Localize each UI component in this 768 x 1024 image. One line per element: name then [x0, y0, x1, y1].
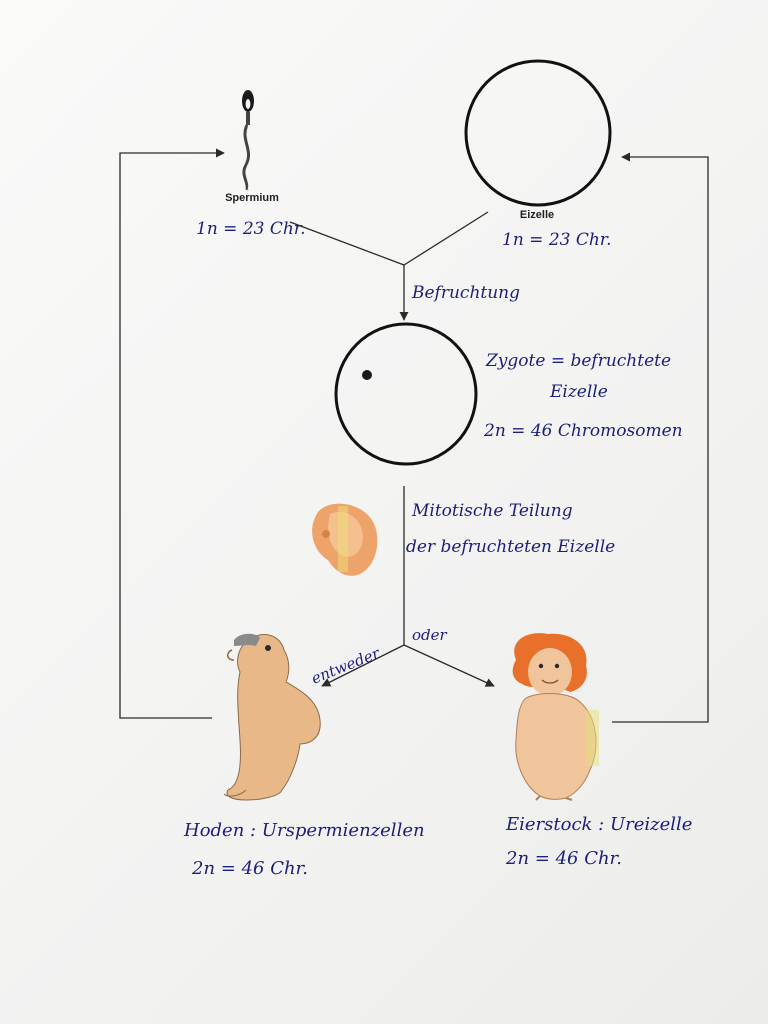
man-figure-icon	[223, 633, 321, 801]
sperm-printed-label: Spermium	[225, 192, 279, 204]
sperm-to-fertilization-line	[289, 221, 405, 266]
branch-left-label: entweder	[309, 644, 383, 688]
fertilization-label: Befruchtung	[411, 283, 520, 303]
egg-to-fertilization-line	[403, 211, 489, 266]
embryo-icon	[312, 503, 378, 576]
sperm-icon	[242, 90, 254, 191]
male-label-line1: Hoden : Urspermienzellen	[183, 820, 425, 841]
sperm-ploidy: 1n = 23 Chr.	[196, 219, 305, 239]
male-feedback-loop-arrow	[119, 148, 225, 719]
female-feedback-loop-arrow	[612, 152, 709, 723]
egg-ploidy: 1n = 23 Chr.	[502, 230, 611, 250]
zygote-label-line3: 2n = 46 Chromosomen	[483, 421, 683, 441]
division-label-line2: der befruchteten Eizelle	[406, 537, 615, 557]
egg-printed-label: Eizelle	[520, 209, 554, 221]
branch-right-arrow	[403, 644, 495, 687]
branch-right-label: oder	[412, 626, 448, 644]
zygote-label-line2: Eizelle	[549, 382, 608, 402]
egg-cell-icon	[464, 59, 612, 207]
branch-left-arrow	[321, 644, 405, 687]
female-label-line1: Eierstock : Ureizelle	[505, 814, 692, 835]
male-label-line2: 2n = 46 Chr.	[191, 858, 308, 879]
woman-figure-icon	[512, 633, 599, 801]
division-label-line1: Mitotische Teilung	[411, 501, 573, 521]
zygote-label-line1: Zygote = befruchtete	[485, 351, 671, 371]
zygote-icon	[334, 322, 478, 466]
female-label-line2: 2n = 46 Chr.	[505, 848, 622, 869]
